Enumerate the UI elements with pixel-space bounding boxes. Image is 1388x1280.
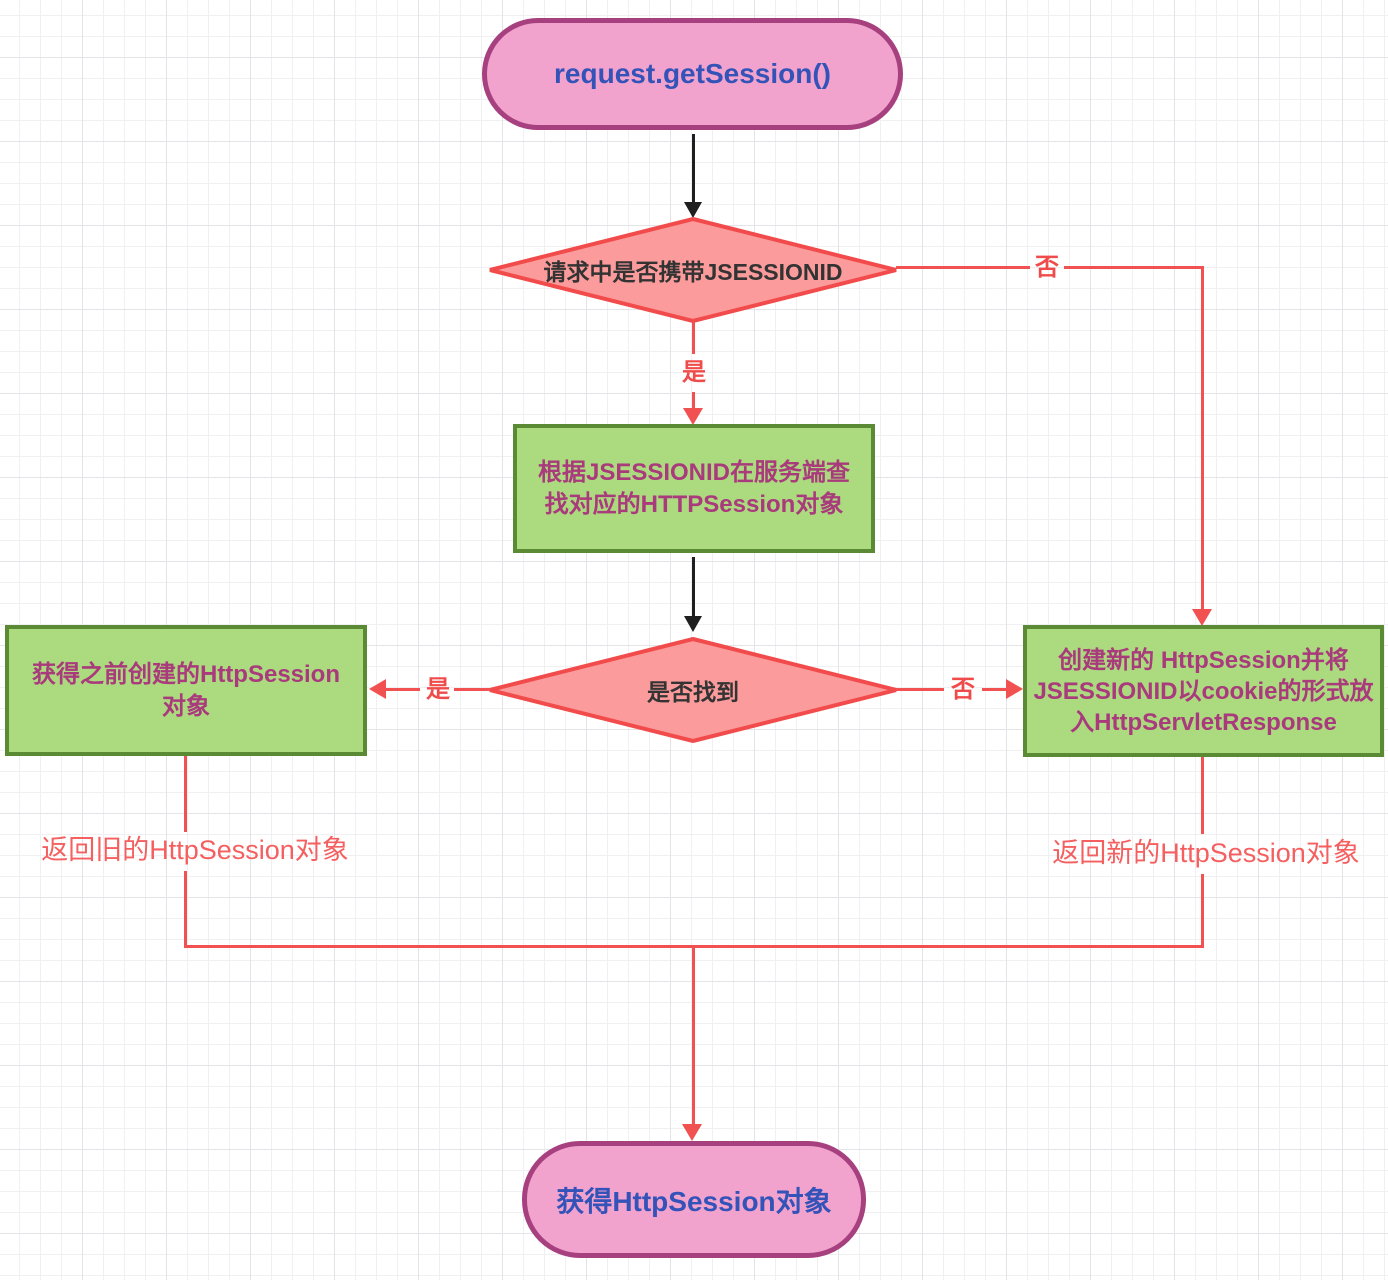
lookup-session-line2: 找对应的HTTPSession对象 [544, 490, 844, 518]
arrowhead-yes-top [683, 408, 703, 425]
diamond-shape [489, 637, 897, 743]
connector-no-found-a [896, 688, 944, 691]
connector-no-top-down [1201, 268, 1204, 609]
connector-start-to-decision1 [692, 134, 695, 204]
edge-label-no-top: 否 [1035, 254, 1059, 281]
lookup-session-box: 根据JSESSIONID在服务端查 找对应的HTTPSession对象 [513, 424, 875, 553]
connector-no-top-a [896, 266, 1030, 269]
edge-label-return-new: 返回新的HttpSession对象 [1052, 838, 1360, 868]
start-node-label: request.getSession() [554, 58, 831, 89]
arrowhead-merge-to-end [682, 1124, 702, 1141]
connector-merge-to-end [692, 947, 695, 1125]
connector-return-old-b [184, 871, 187, 948]
connector-merge-horizontal [184, 945, 1204, 948]
create-session-line2: JSESSIONID以cookie的形式放 [1033, 677, 1374, 705]
get-old-session-line1: 获得之前创建的HttpSession [31, 660, 340, 688]
end-node: 获得HttpSession对象 [522, 1141, 866, 1258]
create-session-line1: 创建新的 HttpSession并将 [1058, 646, 1349, 674]
edge-label-return-old: 返回旧的HttpSession对象 [41, 835, 349, 865]
arrowhead-lookup-to-decision2 [684, 616, 702, 632]
start-node: request.getSession() [482, 18, 903, 130]
get-old-session-line2: 对象 [162, 692, 210, 720]
arrowhead-no-top [1192, 609, 1212, 626]
connector-return-new-a [1201, 757, 1204, 834]
connector-no-top-b [1064, 266, 1204, 269]
connector-yes-found-a [454, 688, 490, 691]
get-old-session-box: 获得之前创建的HttpSession 对象 [5, 625, 367, 756]
lookup-session-line1: 根据JSESSIONID在服务端查 [537, 458, 851, 486]
connector-yes-top-b [692, 392, 695, 410]
connector-yes-top-a [692, 322, 695, 354]
edge-label-yes-top: 是 [682, 359, 706, 386]
diamond-shape [489, 217, 897, 323]
arrowhead-start-to-decision1 [684, 202, 702, 218]
end-node-label: 获得HttpSession对象 [556, 1185, 832, 1217]
decision-has-jsessionid-label: 请求中是否携带JSESSIONID [543, 259, 843, 285]
connector-yes-found-b [386, 688, 420, 691]
edge-label-yes-found: 是 [426, 676, 450, 703]
decision-has-jsessionid: 请求中是否携带JSESSIONID [488, 217, 898, 323]
connector-return-old-a [184, 756, 187, 832]
decision-found-label: 是否找到 [647, 679, 739, 705]
create-session-line3: 入HttpServletResponse [1070, 708, 1337, 736]
connector-return-new-b [1201, 874, 1204, 948]
create-session-box: 创建新的 HttpSession并将 JSESSIONID以cookie的形式放… [1023, 625, 1384, 757]
connector-lookup-to-decision2 [692, 557, 695, 617]
arrowhead-yes-found [369, 679, 386, 699]
connector-no-found-b [982, 688, 1007, 691]
edge-label-no-found: 否 [951, 676, 975, 703]
decision-found: 是否找到 [488, 637, 898, 743]
arrowhead-no-found [1006, 679, 1023, 699]
